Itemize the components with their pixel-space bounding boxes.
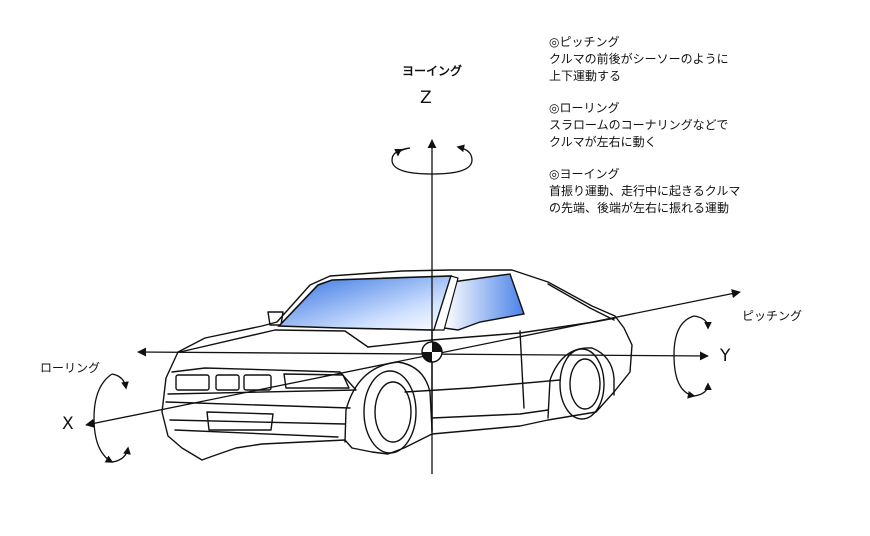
note-pitching: ◎ピッチング クルマの前後がシーソーのように 上下運動する <box>549 34 849 85</box>
note-title: ◎ローリング <box>549 101 620 115</box>
yaw-axis-label: ヨーイング <box>402 64 463 78</box>
note-title: ◎ヨーイング <box>549 167 620 181</box>
x-axis-letter: X <box>62 414 74 434</box>
note-line: クルマが左右に動く <box>549 135 657 149</box>
note-title: ◎ピッチング <box>549 35 620 49</box>
pitch-rotation-arrow-icon <box>673 315 712 399</box>
note-line: スラロームのコーナリングなどで <box>549 118 729 132</box>
note-yawing: ◎ヨーイング 首振り運動、走行中に起きるクルマ の先端、後端が左右に振れる運動 <box>549 166 849 217</box>
y-axis-letter: Y <box>720 346 731 366</box>
windshield <box>277 275 453 331</box>
note-rolling: ◎ローリング スラロームのコーナリングなどで クルマが左右に動く <box>549 100 849 151</box>
roll-axis-label: ローリング <box>40 361 101 375</box>
note-line: の先端、後端が左右に振れる運動 <box>549 201 730 215</box>
center-of-gravity-icon <box>421 341 443 363</box>
z-axis-letter: Z <box>420 88 432 108</box>
pitch-axis-label: ピッチング <box>742 309 803 323</box>
roll-rotation-arrow-icon <box>93 373 131 463</box>
motion-notes: ◎ピッチング クルマの前後がシーソーのように 上下運動する ◎ローリング スラロ… <box>549 34 849 232</box>
note-line: クルマの前後がシーソーのように <box>549 52 729 66</box>
x-axis <box>85 289 741 428</box>
yaw-rotation-arrow-icon <box>391 144 473 175</box>
note-line: 上下運動する <box>549 69 622 83</box>
note-line: 首振り運動、走行中に起きるクルマ <box>549 184 741 198</box>
